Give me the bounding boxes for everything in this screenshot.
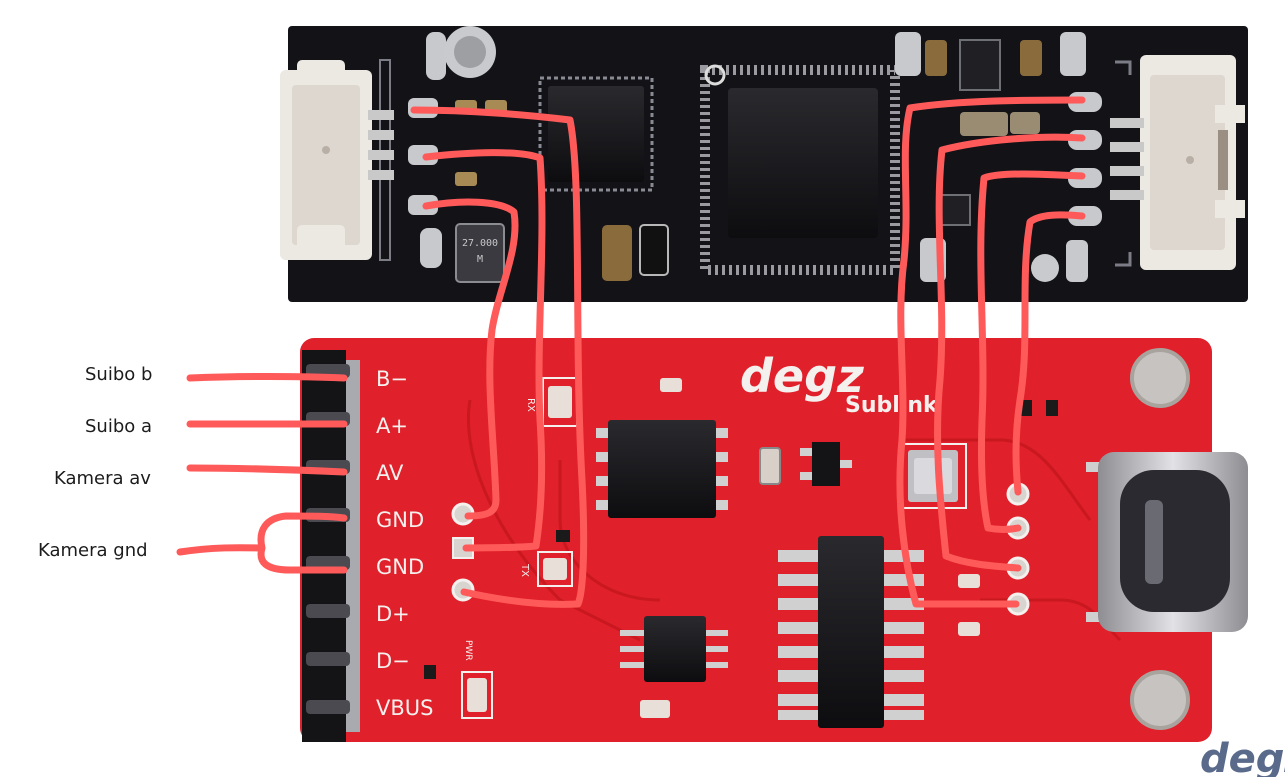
brand-logo: degz xyxy=(740,349,864,403)
label-kamera-gnd: Kamera gnd xyxy=(38,540,148,561)
pin-label-d-plus: D+ xyxy=(376,602,410,626)
voltage-regulator xyxy=(800,442,852,486)
wire-right-3 xyxy=(977,170,1086,533)
small-chip xyxy=(620,616,728,682)
pwr-led: PWR xyxy=(461,640,493,719)
tx-label: TX xyxy=(519,563,530,577)
rs485-transceiver-chip xyxy=(596,420,728,518)
wire-right-4 xyxy=(1012,211,1086,496)
label-suibo-b: Suibo b xyxy=(85,364,153,385)
pointer-kamera-av xyxy=(186,464,348,476)
black-receiver-board: 27.000 M xyxy=(280,26,1248,302)
right-jst-connector xyxy=(1110,55,1245,270)
rx-label: RX xyxy=(525,398,536,412)
pin-label-gnd-2: GND xyxy=(376,555,424,579)
pwr-label: PWR xyxy=(463,640,473,661)
crystal-oscillator: 27.000 M xyxy=(455,223,505,283)
rx-led: RX xyxy=(525,377,578,427)
usb-c-port xyxy=(1086,452,1248,632)
pointer-kamera-gnd xyxy=(176,512,348,574)
wire-right-2 xyxy=(934,133,1086,572)
crystal-marking: 27.000 xyxy=(462,238,498,249)
left-jst-connector xyxy=(280,60,394,260)
usb-crystal xyxy=(899,443,967,509)
pin-label-vbus: VBUS xyxy=(376,696,433,720)
wire-av-link xyxy=(422,149,546,552)
wire-right-1 xyxy=(896,96,1086,608)
wire-gnd-link xyxy=(410,106,588,608)
pin-label-av: AV xyxy=(376,461,404,485)
watermark-logo: degz xyxy=(1200,736,1285,777)
pin-label-gnd-1: GND xyxy=(376,508,424,532)
pointer-suibo-b xyxy=(186,373,348,382)
red-sublink-board: B− A+ AV GND GND D+ D− VBUS RX TX PWR xyxy=(300,338,1248,742)
label-suibo-a: Suibo a xyxy=(85,416,153,437)
pin-label-b-minus: B− xyxy=(376,367,408,391)
wire-annotations xyxy=(176,96,1086,608)
decoder-chip xyxy=(538,76,654,192)
tx-led: TX xyxy=(519,551,573,587)
crystal-marking-2: M xyxy=(477,254,483,265)
pin-label-a-plus: A+ xyxy=(376,414,408,438)
wire-gnd-2-link xyxy=(422,198,519,520)
product-name: Sublink xyxy=(845,393,939,418)
main-mcu-chip xyxy=(700,64,900,275)
pin-header xyxy=(302,350,360,742)
label-kamera-av: Kamera av xyxy=(54,468,151,489)
pin-label-d-minus: D− xyxy=(376,649,410,673)
